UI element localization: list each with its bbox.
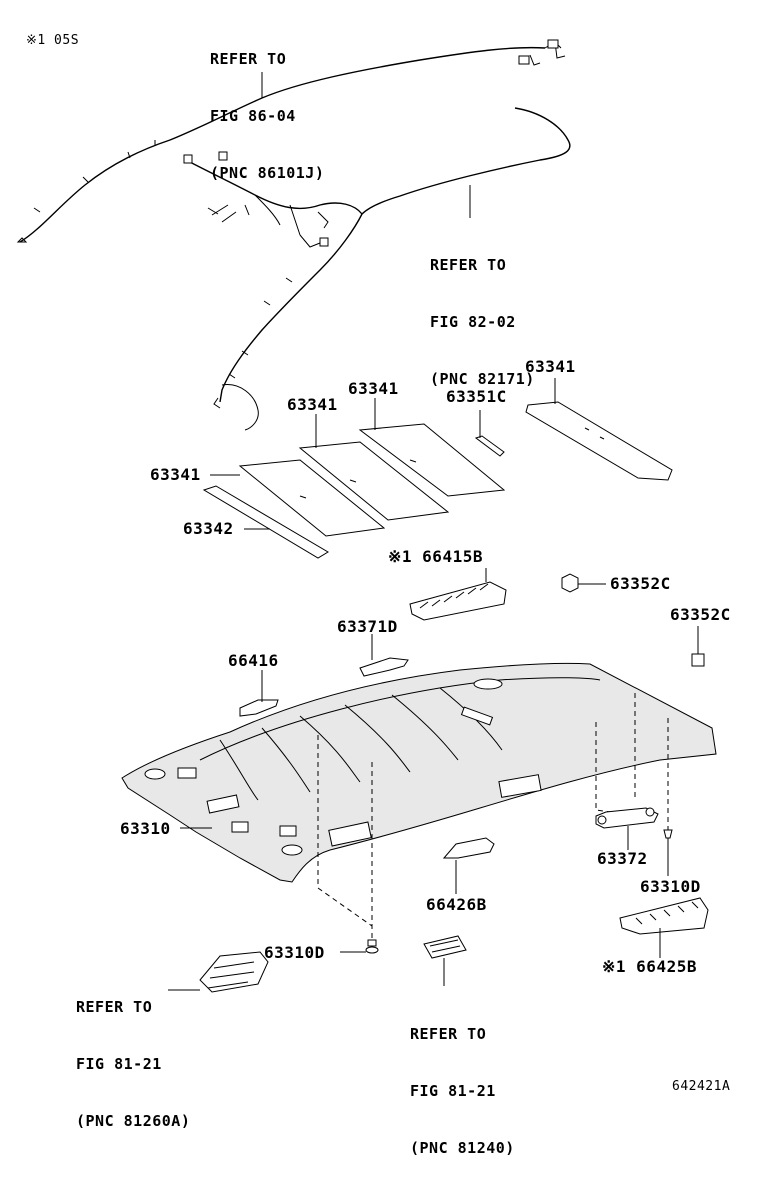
ref-line: (PNC 81240) bbox=[410, 1139, 515, 1157]
ref-line: REFER TO bbox=[430, 256, 507, 274]
roof-wire-harness bbox=[16, 39, 566, 243]
part-63352c-right: 63352C bbox=[670, 605, 731, 624]
refer-81-21-a: REFER TO FIG 81-21 (PNC 81260A) bbox=[76, 960, 190, 1150]
part-66426b: 66426B bbox=[426, 895, 487, 914]
ref-line: FIG 86-04 bbox=[210, 107, 296, 125]
ref-line: FIG 81-21 bbox=[76, 1055, 162, 1073]
part-63341-midleft: 63341 bbox=[287, 395, 338, 414]
refer-81-21-b: REFER TO FIG 81-21 (PNC 81240) bbox=[410, 987, 515, 1177]
holder-66426b bbox=[442, 837, 495, 894]
bracket-66425b bbox=[619, 897, 709, 958]
ref-line: FIG 82-02 bbox=[430, 313, 516, 331]
holder-63371d bbox=[359, 634, 409, 677]
part-63352c-top: 63352C bbox=[610, 574, 671, 593]
refer-82-02: REFER TO FIG 82-02 (PNC 82171) bbox=[430, 218, 535, 408]
part-63341-left: 63341 bbox=[150, 465, 201, 484]
ref-line: FIG 81-21 bbox=[410, 1082, 496, 1100]
ref-line: (PNC 81260A) bbox=[76, 1112, 191, 1130]
part-66425b: ※1 66425B bbox=[602, 957, 697, 976]
clip-hexagon bbox=[561, 573, 579, 593]
ref-line: (PNC 82171) bbox=[430, 370, 535, 388]
ref-line: REFER TO bbox=[210, 50, 287, 68]
room-lamp-81240 bbox=[423, 935, 467, 986]
screw-63310d-left bbox=[340, 939, 379, 954]
ref-line: (PNC 86101J) bbox=[210, 164, 325, 182]
map-lamp-81260a bbox=[168, 951, 269, 993]
ref-line: REFER TO bbox=[76, 998, 153, 1016]
ref-line: REFER TO bbox=[410, 1025, 487, 1043]
part-63351c: 63351C bbox=[446, 387, 507, 406]
bracket-66415b bbox=[409, 568, 507, 621]
part-66415b: ※1 66415B bbox=[388, 547, 483, 566]
part-63310d-left: 63310D bbox=[264, 943, 325, 962]
footer-code: 642421A bbox=[672, 1079, 731, 1094]
part-63372: 63372 bbox=[597, 849, 648, 868]
holder-66416 bbox=[239, 670, 279, 717]
part-66416: 66416 bbox=[228, 651, 279, 670]
header-note: ※1 05S bbox=[26, 33, 80, 48]
part-63371d: 63371D bbox=[337, 617, 398, 636]
part-63341-right: 63341 bbox=[525, 357, 576, 376]
part-63310d-right: 63310D bbox=[640, 877, 701, 896]
part-63310: 63310 bbox=[120, 819, 171, 838]
screw-63310d-right bbox=[663, 829, 673, 876]
roof-silencer-pads bbox=[202, 401, 673, 559]
part-63342: 63342 bbox=[183, 519, 234, 538]
clip-square bbox=[691, 653, 705, 667]
parts-diagram bbox=[16, 39, 717, 993]
assist-grip-63372 bbox=[595, 807, 659, 850]
second-wire-harness bbox=[183, 107, 571, 431]
headliner-63310 bbox=[121, 662, 717, 940]
part-63341-mid: 63341 bbox=[348, 379, 399, 398]
refer-86-04: REFER TO FIG 86-04 (PNC 86101J) bbox=[210, 12, 324, 202]
